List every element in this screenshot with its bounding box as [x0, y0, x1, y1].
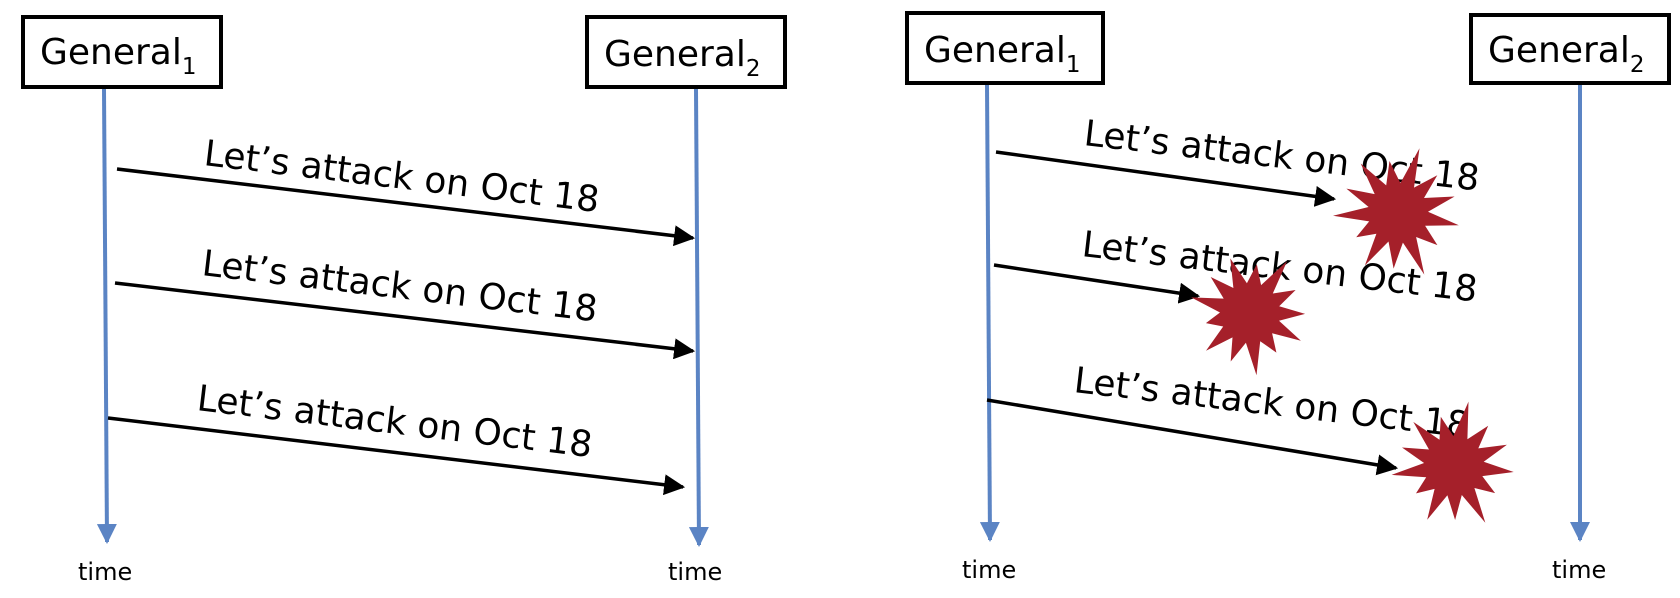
left-message-arrow-1 — [116, 167, 696, 247]
explosion-burst-icon — [1191, 258, 1306, 376]
right-general-2-box: General2 — [1469, 13, 1671, 85]
left-general-2-subscript: 2 — [746, 56, 761, 82]
left-general-1-timeline — [96, 88, 117, 544]
explosion-burst-icon — [1333, 148, 1459, 275]
left-general-2-box: General2 — [585, 15, 787, 89]
right-general-1-timeline — [979, 84, 1000, 542]
right-general-1-name: General — [924, 30, 1066, 71]
explosions-group — [1191, 148, 1514, 523]
right-message-arrow-3 — [986, 398, 1399, 476]
right-general-2-subscript: 2 — [1630, 52, 1645, 78]
right-message-arrow-1 — [995, 150, 1337, 207]
left-time-label-1: time — [78, 558, 132, 586]
right-general-1-subscript: 1 — [1066, 52, 1081, 78]
left-time-label-2: time — [668, 558, 722, 586]
left-general-2-name: General — [604, 34, 746, 75]
right-time-label-1: time — [962, 556, 1016, 584]
right-general-1-box: General1 — [905, 11, 1105, 85]
explosion-burst-icon — [1391, 401, 1514, 523]
left-message-label-1: Let’s attack on Oct 18 — [202, 133, 602, 221]
left-panel: General1 General2 Let’s attack on Oct 18… — [21, 15, 787, 586]
right-general-2-name: General — [1488, 30, 1630, 71]
svg-text:General1: General1 — [40, 32, 197, 80]
right-message-label-3: Let’s attack on Oct 18 — [1072, 360, 1472, 446]
svg-text:General1: General1 — [924, 30, 1081, 78]
left-general-1-box: General1 — [21, 15, 223, 89]
right-message-arrow-2 — [993, 263, 1201, 304]
left-general-2-timeline — [688, 88, 709, 547]
left-message-arrow-2 — [114, 281, 696, 360]
right-panel: General1 General2 Let’s attack on Oct 18… — [905, 11, 1671, 584]
left-general-1-name: General — [40, 32, 182, 73]
svg-text:General2: General2 — [604, 34, 761, 82]
right-time-label-2: time — [1552, 556, 1606, 584]
left-message-arrow-3 — [107, 416, 686, 496]
left-general-1-subscript: 1 — [182, 54, 197, 80]
svg-text:General2: General2 — [1488, 30, 1645, 78]
